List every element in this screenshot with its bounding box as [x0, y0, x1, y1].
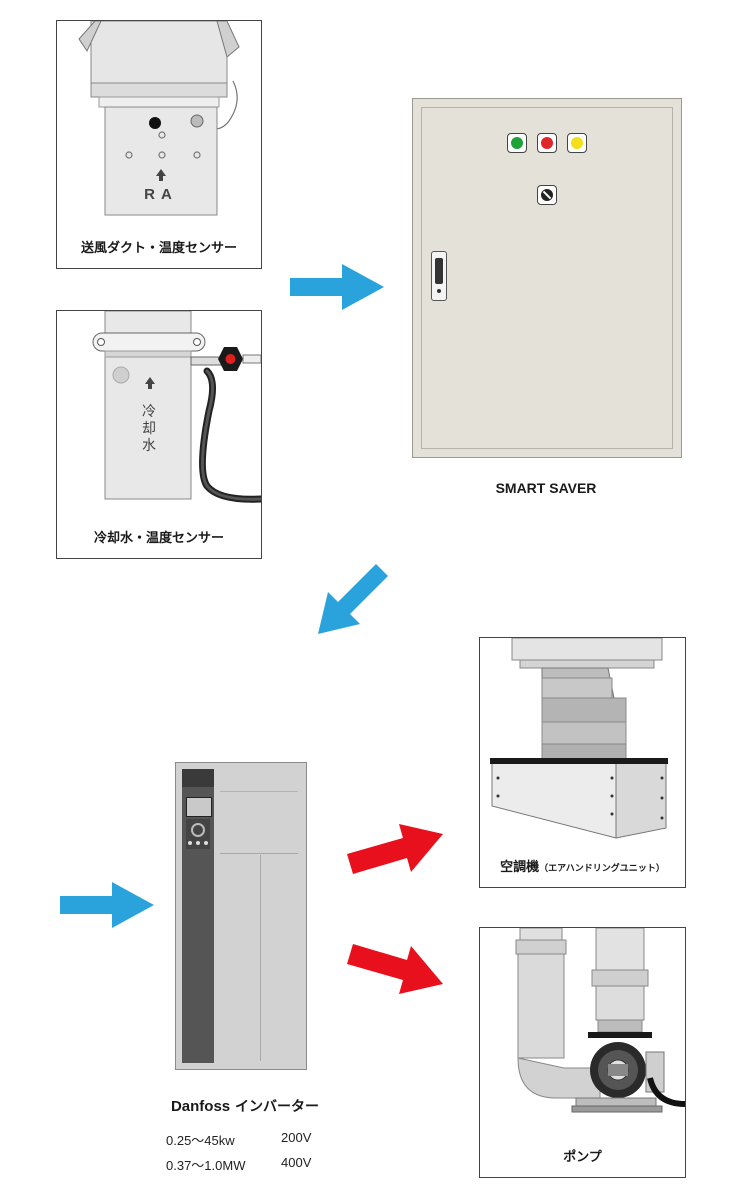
duct-sensor-caption: 送風ダクト・温度センサー: [80, 241, 237, 256]
ahu-caption-main: 空調機: [500, 860, 540, 875]
duct-sensor-panel: RA 送風ダクト・温度センサー: [56, 20, 262, 269]
pump-caption: ポンプ: [563, 1150, 602, 1165]
arrow-input-to-inverter: [60, 882, 154, 928]
pump-illustration: [515, 928, 685, 1113]
inverter-brand: Danfoss: [170, 1098, 231, 1115]
spec-voltage-1: 200V: [281, 1130, 312, 1145]
smart-saver-cabinet: [412, 98, 682, 458]
arrow-to-ahu: [347, 824, 443, 874]
water-sensor-caption: 冷却水・温度センサー: [93, 531, 224, 546]
danfoss-inverter: [175, 762, 307, 1070]
ahu-panel: 空調機（エアハンドリングユニット）: [479, 637, 686, 888]
pipe-label-1: 冷: [142, 404, 156, 420]
spec-range-1: 0.25〜45kw: [166, 1133, 235, 1148]
arrow-to-smart-saver: [290, 264, 384, 310]
pipe-label-2: 却: [142, 421, 156, 437]
inverter-divider-vertical: [260, 855, 261, 1061]
ahu-caption: 空調機（エアハンドリングユニット）: [480, 856, 685, 875]
inverter-title: Danfoss インバーター: [120, 1096, 370, 1116]
spec-voltage-2: 400V: [281, 1155, 312, 1170]
arrow-to-pump: [347, 944, 443, 994]
duct-illustration: [78, 21, 240, 216]
inverter-front-strip: [182, 769, 214, 1063]
smart-saver-label: SMART SAVER: [495, 480, 597, 496]
inverter-divider-top: [220, 791, 298, 792]
inverter-display: [186, 797, 212, 817]
spec-range-2: 0.37〜1.0MW: [166, 1158, 246, 1173]
water-pipe-illustration: [92, 311, 261, 503]
inverter-divider-mid: [220, 853, 298, 854]
red-indicator-lamp: [537, 133, 557, 153]
water-sensor-panel: 冷 却 水 冷却水・温度センサー: [56, 310, 262, 559]
arrow-to-inverter-diagonal: [318, 564, 388, 634]
door-handle: [431, 251, 447, 301]
lamp-yellow: [571, 137, 583, 149]
green-indicator-lamp: [507, 133, 527, 153]
lamp-green: [511, 137, 523, 149]
ahu-illustration: [490, 638, 668, 839]
pump-panel: ポンプ: [479, 927, 686, 1178]
selector-switch-icon: [537, 185, 557, 205]
lamp-red: [541, 137, 553, 149]
yellow-indicator-lamp: [567, 133, 587, 153]
inverter-top-label: [182, 769, 214, 787]
pipe-label-3: 水: [142, 438, 156, 454]
inverter-name: インバーター: [235, 1099, 320, 1115]
ahu-caption-sub: （エアハンドリングユニット）: [539, 864, 665, 874]
cabinet-door: [421, 107, 673, 449]
inverter-keypad: [186, 819, 210, 849]
duct-label: RA: [144, 186, 178, 203]
